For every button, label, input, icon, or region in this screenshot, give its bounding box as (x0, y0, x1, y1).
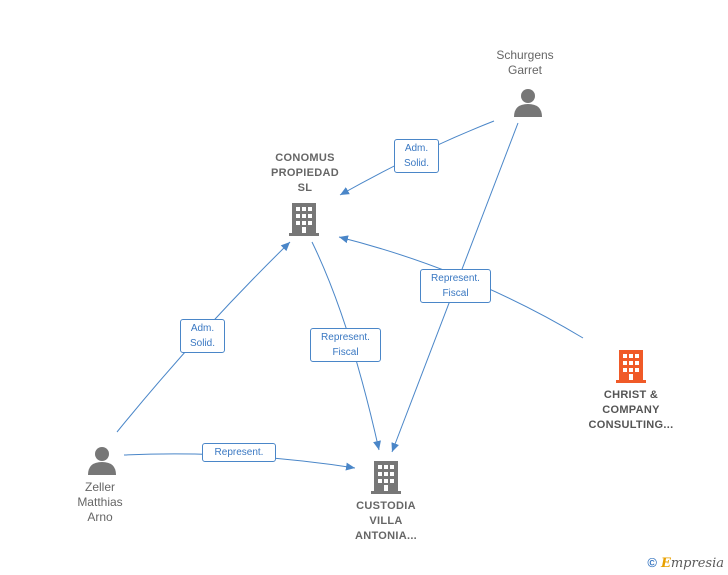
edge-label-christ-conomus[interactable]: Represent. Fiscal (420, 269, 491, 303)
edge-label-schurgens-conomus[interactable]: Adm. Solid. (394, 139, 439, 173)
building-icon[interactable] (616, 350, 646, 383)
person-label-zeller[interactable]: Zeller Matthias Arno (77, 480, 123, 524)
logo-initial: E (660, 556, 671, 571)
copyright-symbol: © (647, 555, 657, 570)
copyright-notice: ©Empresia (647, 555, 724, 571)
company-label-custodia[interactable]: CUSTODIA VILLA ANTONIA... (354, 500, 418, 542)
building-icon[interactable] (289, 203, 319, 236)
logo-text: mpresia (670, 556, 724, 571)
edge-label-conomus-custodia[interactable]: Represent. Fiscal (310, 328, 381, 362)
company-label-conomus[interactable]: CONOMUS PROPIEDAD SL (270, 152, 340, 194)
company-label-christ[interactable]: CHRIST & COMPANY CONSULTING... (588, 389, 674, 431)
person-label-schurgens[interactable]: Schurgens Garret (496, 48, 554, 77)
person-icon[interactable] (514, 89, 542, 117)
edge-label-zeller-custodia[interactable]: Represent. (202, 443, 276, 462)
building-icon[interactable] (371, 461, 401, 494)
person-icon[interactable] (88, 447, 116, 475)
edge-label-zeller-conomus[interactable]: Adm. Solid. (180, 319, 225, 353)
empresia-logo[interactable]: Empresia (661, 556, 724, 571)
